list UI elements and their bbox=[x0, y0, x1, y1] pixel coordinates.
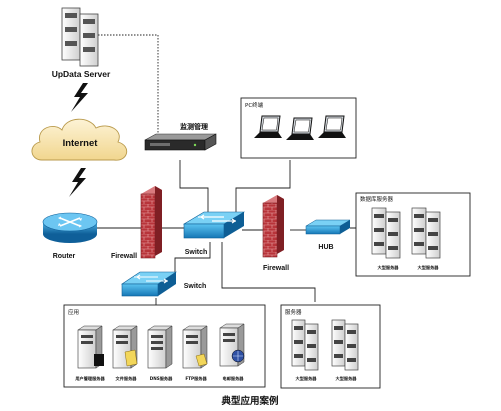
hub-label: HUB bbox=[318, 244, 333, 251]
switch-lower: Switch bbox=[121, 271, 207, 297]
server-rack-icon bbox=[291, 319, 319, 371]
firewall-right-label: Firewall bbox=[263, 265, 289, 272]
server-label: 大型服务器 bbox=[296, 375, 318, 382]
email-server-icon bbox=[219, 323, 245, 367]
app-server-label: 用户管理服务器 bbox=[75, 375, 105, 382]
switch-switch2-link bbox=[174, 242, 211, 272]
switch-icon bbox=[182, 211, 246, 239]
network-mgmt: 监测管理 bbox=[144, 122, 217, 151]
database-server-group: 数据库服务器 大型服务器 大型服务器 bbox=[355, 192, 471, 277]
router-label: Router bbox=[53, 253, 76, 260]
router-icon bbox=[42, 212, 98, 243]
mgmt-switch-link bbox=[179, 160, 209, 214]
internet-label: Internet bbox=[63, 138, 99, 149]
dns-server-icon bbox=[147, 325, 173, 369]
rack-device-icon bbox=[144, 133, 217, 151]
switch-icon bbox=[121, 271, 177, 297]
laptop-icon bbox=[318, 115, 346, 138]
app-server-label: FTP服务器 bbox=[185, 375, 207, 382]
firewall-left: Firewall bbox=[111, 186, 162, 260]
switch-pc-link bbox=[235, 160, 291, 212]
lightning-bolt-icon bbox=[69, 168, 86, 197]
application-server-group: 应用 bbox=[63, 304, 266, 388]
hub: HUB bbox=[305, 219, 351, 251]
laptop-icon bbox=[286, 117, 314, 140]
laptop-icon bbox=[254, 115, 282, 138]
switch-lower-label: Switch bbox=[184, 283, 207, 290]
hub-icon bbox=[305, 219, 351, 235]
updata-server-label: UpData Server bbox=[52, 69, 111, 79]
user-management-server-icon bbox=[77, 325, 104, 369]
db-server-label: 大型服务器 bbox=[418, 264, 440, 271]
app-server-label: 电邮服务器 bbox=[223, 375, 245, 382]
cloud-icon bbox=[31, 118, 128, 161]
db-box-title: 数据库服务器 bbox=[360, 195, 394, 203]
firewall-icon bbox=[140, 186, 162, 259]
file-server-icon bbox=[112, 325, 138, 369]
internet-cloud: Internet bbox=[31, 118, 128, 161]
server-rack-icon bbox=[331, 319, 359, 371]
server-tower-icon bbox=[61, 7, 99, 67]
firewall-right: Firewall bbox=[262, 195, 289, 272]
switch-main-label: Switch bbox=[185, 249, 208, 256]
db-server-label: 大型服务器 bbox=[378, 264, 400, 271]
lightning-bolt-icon bbox=[71, 83, 88, 112]
app-server-label: DNS服务器 bbox=[150, 375, 173, 382]
server-label: 大型服务器 bbox=[336, 375, 358, 382]
server-group: 服务器 大型服务器 大型服务器 bbox=[280, 304, 381, 389]
app-box-title: 应用 bbox=[68, 308, 79, 316]
server-rack-icon bbox=[411, 207, 441, 259]
server-box-title: 服务器 bbox=[285, 308, 302, 316]
updata-server: UpData Server bbox=[52, 7, 111, 79]
network-mgmt-label: 监测管理 bbox=[180, 122, 208, 131]
mgmt-dotted-link bbox=[98, 34, 159, 140]
switch-main: Switch bbox=[182, 211, 246, 256]
server-rack-icon bbox=[371, 207, 401, 259]
ftp-server-icon bbox=[182, 325, 208, 369]
firewall-left-label: Firewall bbox=[111, 253, 137, 260]
router: Router bbox=[42, 212, 98, 260]
pc-box-title: PC终端 bbox=[245, 101, 264, 109]
diagram-caption: 典型应用案例 bbox=[221, 395, 278, 407]
pc-terminal-group: PC终端 bbox=[240, 97, 357, 159]
app-server-label: 文件服务器 bbox=[116, 375, 138, 382]
switch-servers-link bbox=[221, 242, 316, 302]
firewall-icon bbox=[262, 195, 284, 258]
connection-lines bbox=[95, 34, 368, 305]
